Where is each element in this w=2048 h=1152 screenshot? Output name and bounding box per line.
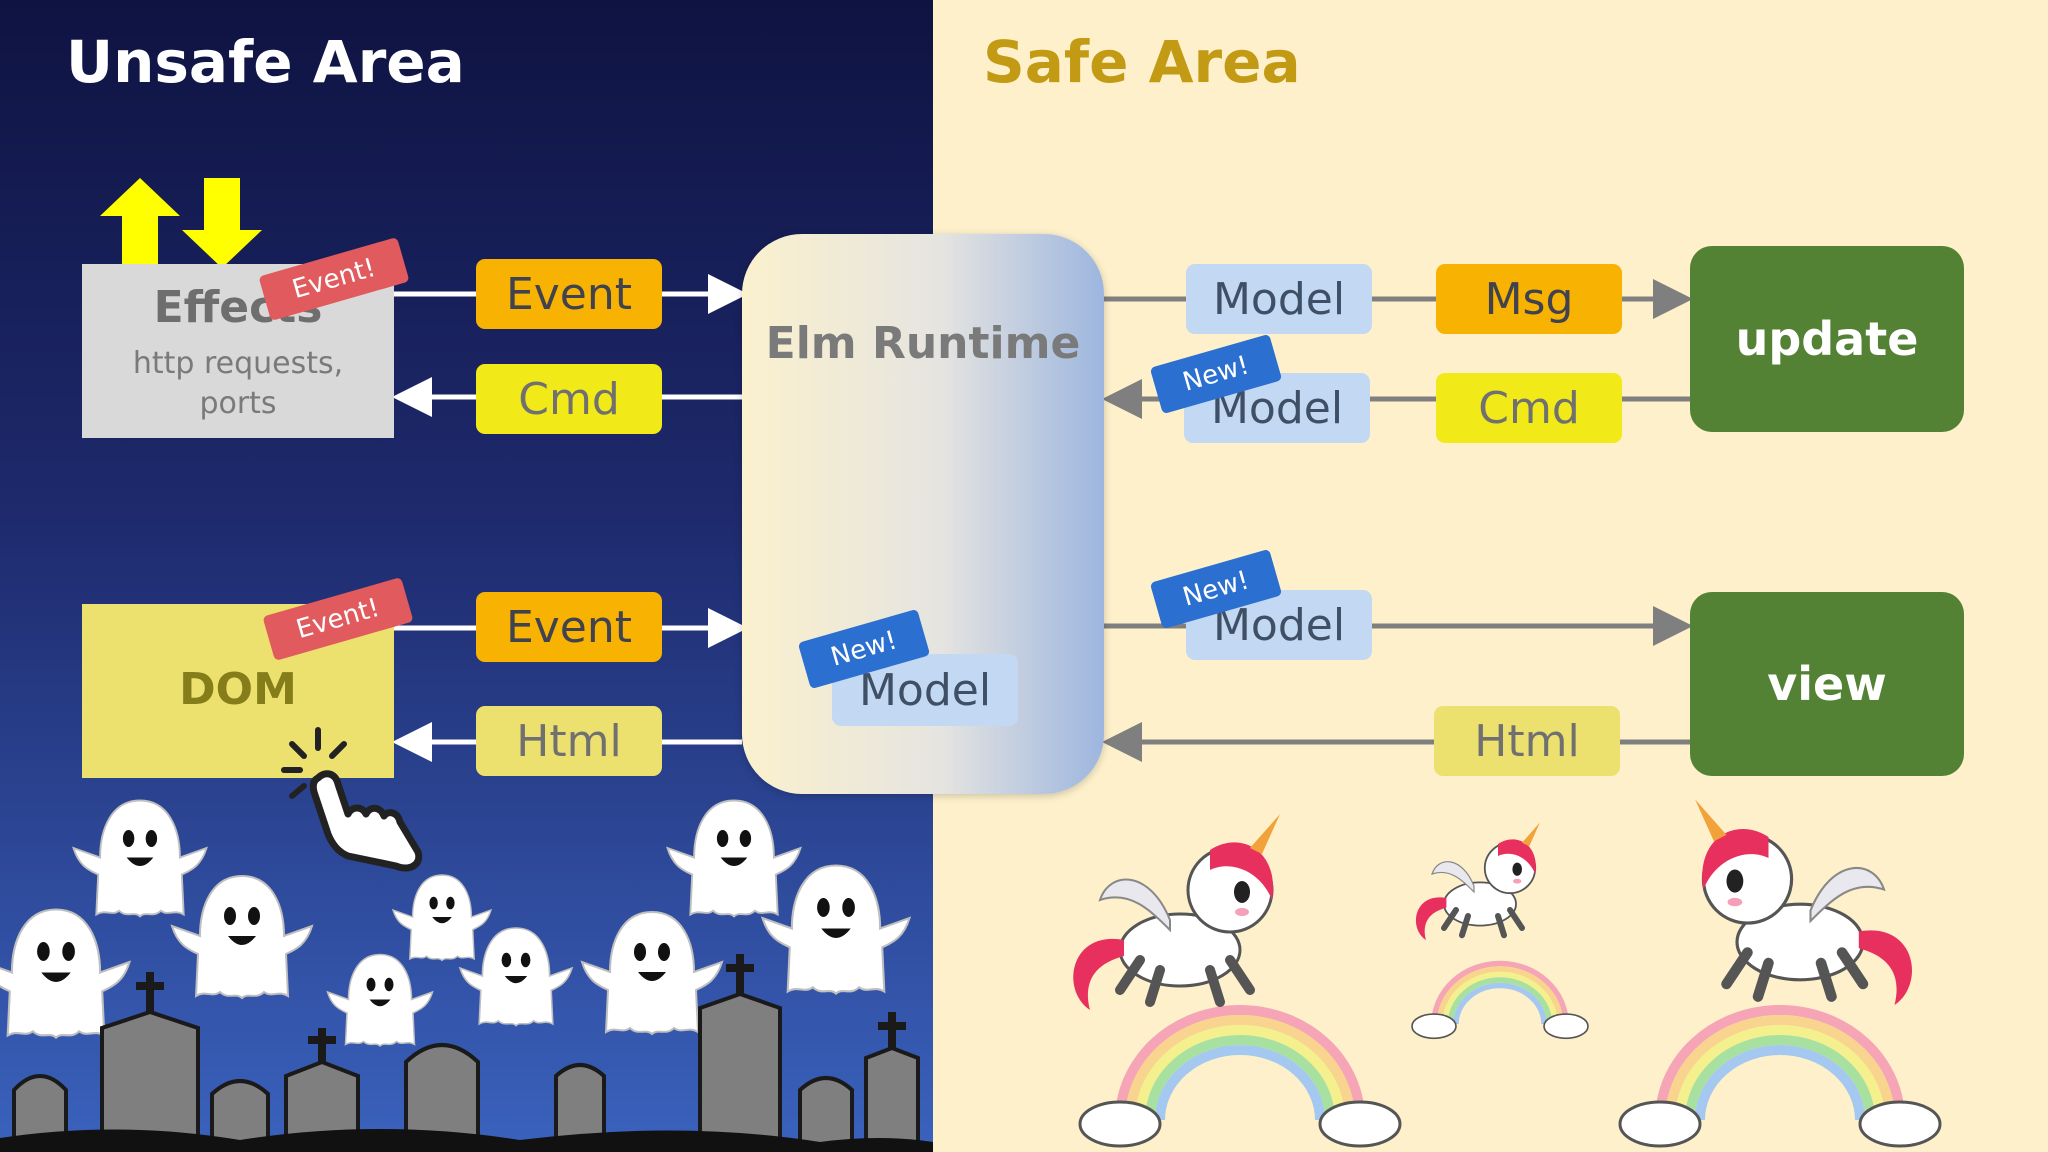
ghost-icon [326,953,434,1047]
effects-subtitle-1: http requests, [132,346,344,381]
ghost-icon [0,908,131,1039]
haunted-graveyard-illustration [0,799,933,1152]
html-from-view: Html [1434,706,1620,776]
msg-label: Msg [1436,264,1622,334]
unicorn-illustration [1000,790,2000,1152]
ghost-icon [459,927,573,1027]
update-function: update [1690,246,1964,432]
ground [0,1129,933,1152]
model-to-update: Model [1186,264,1372,334]
unicorn-icon [1416,822,1540,940]
rainbow-icon [1412,964,1588,1039]
event-label-dom: Event [476,592,662,662]
ghost-icon [666,799,802,918]
event-label-effects: Event [476,259,662,329]
safe-area-background [933,0,2048,1152]
dom-title: DOM [179,664,297,715]
grave-crosses [136,954,906,1062]
unicorn-icon [1695,799,1912,1005]
rainbow-icon [1620,1010,1940,1146]
effects-subtitle-2: ports [199,386,277,421]
unsafe-area-title: Unsafe Area [66,28,465,96]
ghost-icon [761,864,911,995]
elm-runtime-title: Elm Runtime [765,318,1081,369]
cmd-label-effects: Cmd [476,364,662,434]
view-function: view [1690,592,1964,776]
model-from-update: Model [1184,373,1370,443]
ghost-icon [392,874,492,962]
rainbow-icon [1080,1010,1400,1146]
tombstone-icon [12,991,920,1152]
arrow-up-down-icon [100,178,262,268]
pointer-hand-icon [281,727,423,872]
unicorn-icon [1073,814,1280,1010]
html-label-dom: Html [476,706,662,776]
ghost-icon [72,799,208,918]
safe-area-title: Safe Area [983,28,1301,96]
ghost-icon [171,875,313,999]
cmd-from-update: Cmd [1436,373,1622,443]
